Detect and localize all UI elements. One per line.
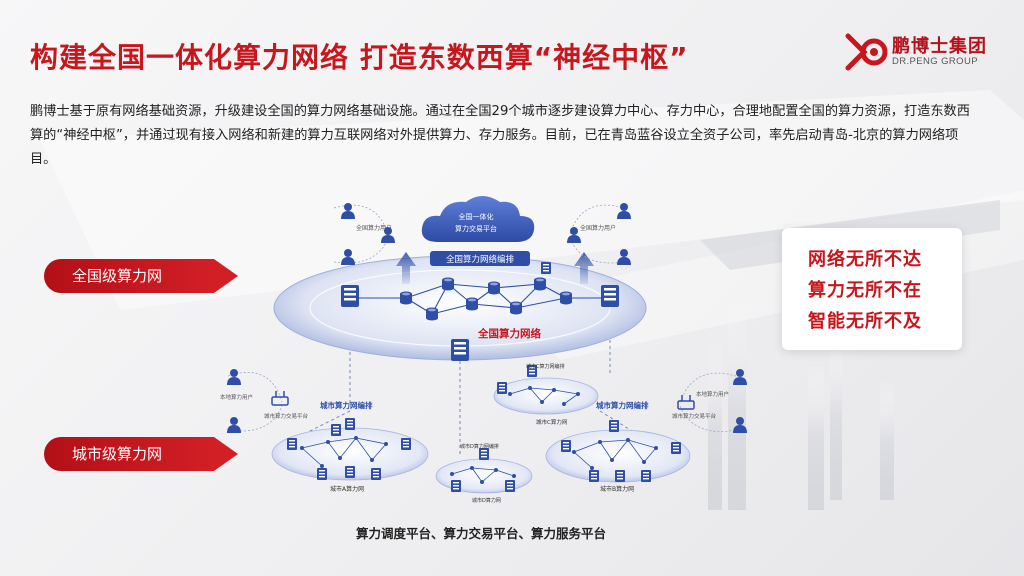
uplink-arrows — [396, 252, 594, 284]
city-orchestration-right-label: 城市算力网编排 — [596, 400, 649, 410]
page-title: 构建全国一体化算力网络 打造东数西算“神经中枢” — [30, 41, 689, 74]
footer-platforms-label: 算力调度平台、算力交易平台、算力服务平台 — [356, 526, 607, 541]
slogan-3: 智能无所不及 — [808, 311, 922, 332]
national-users-left-label: 全国算力用户 — [356, 224, 392, 232]
national-server-bottom-icon — [451, 339, 469, 361]
intro-paragraph: 鹏博士基于原有网络基础资源，升级建设全国的算力网络基础设施。通过在全国29个城市… — [30, 104, 970, 167]
city-d-disc — [435, 458, 533, 494]
local-users-left-label: 本地算力用户 — [220, 393, 253, 401]
city-c-disc — [493, 377, 599, 415]
national-server-left-icon — [341, 285, 359, 307]
slogan-box: 网络无所不达 算力无所不在 智能无所不及 — [782, 228, 962, 350]
national-network-label: 全国算力网络 — [477, 327, 541, 340]
national-users-right — [567, 203, 631, 265]
national-network-tag: 全国级算力网 — [44, 259, 238, 293]
city-d-label: 城市D算力网 — [472, 497, 501, 504]
company-logo: 鹏博士集团 DR.PENG GROUP — [844, 30, 994, 74]
logo-mark-icon — [845, 33, 888, 71]
city-orchestration-left-label: 城市算力网编排 — [320, 400, 373, 410]
city-a-label: 城市A算力网 — [330, 485, 364, 493]
city-c-label: 城市C算力网 — [536, 418, 568, 426]
slogan-1: 网络无所不达 — [808, 249, 922, 270]
logo-text-cn: 鹏博士集团 — [892, 36, 987, 57]
cloud-label-1: 全国一体化 — [459, 212, 494, 221]
city-network-tag: 城市级算力网 — [44, 437, 238, 471]
trading-platform-cloud-icon — [421, 196, 535, 242]
cloud-label-2: 算力交易平台 — [455, 224, 497, 233]
local-users-right — [679, 369, 747, 433]
national-users-left — [333, 203, 395, 265]
national-users-right-label: 全国算力用户 — [580, 224, 616, 232]
city-d-top-label: 城市D算力网编排 — [460, 443, 499, 450]
city-trade-right-label: 城市算力交易平台 — [672, 412, 717, 420]
slogan-2: 算力无所不在 — [808, 280, 922, 301]
city-trade-router-left-icon — [271, 390, 289, 406]
city-trade-left-label: 城市算力交易平台 — [264, 412, 309, 420]
city-b-label: 城市B算力网 — [600, 485, 634, 493]
city-c-top-label: 城市C算力网编排 — [526, 363, 565, 370]
logo-text-en: DR.PENG GROUP — [892, 56, 978, 67]
national-orchestration-label: 全国算力网络编排 — [446, 254, 515, 265]
orchestration-server-icon — [541, 262, 551, 274]
national-server-right-icon — [601, 285, 619, 307]
local-users-left — [227, 369, 283, 433]
network-diagram: 全国一体化 算力交易平台 全国算力网络编排 全国算力网络 全国算力用户 全国算力… — [220, 196, 747, 504]
local-users-right-label: 本地算力用户 — [696, 390, 729, 398]
national-orchestration-bar — [430, 251, 530, 266]
